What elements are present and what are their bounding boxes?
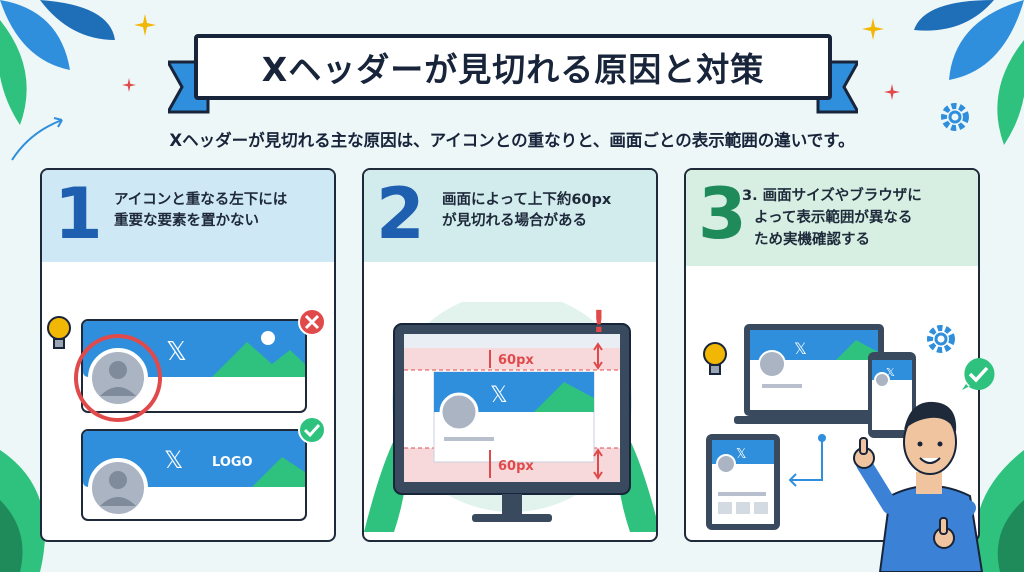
lightbulb-icon xyxy=(47,316,71,349)
panel-1-illustration: 𝕏 𝕏 LOGO xyxy=(74,308,326,521)
panel-1-header: 1 アイコンと重なる左下には 重要な要素を置かない xyxy=(42,170,334,262)
monitor-illustration: 𝕏 60px 60px ! xyxy=(364,302,656,532)
bottom-margin-label: 60px xyxy=(498,459,534,474)
gear-icon xyxy=(941,103,969,131)
panel-3-line-3: ため実機確認する xyxy=(754,232,870,248)
leaf-decoration-bottom-left xyxy=(0,450,45,572)
title-banner: Xヘッダーが見切れる原因と対策 xyxy=(168,24,858,120)
gear-icon xyxy=(927,325,955,353)
alert-mark: ! xyxy=(592,305,606,340)
panel-2: 2 画面によって上下約60px が見切れる場合がある 𝕏 60px 60px ! xyxy=(362,168,658,542)
panel-3-header: 3 3. 画面サイズやブラウザに よって表示範囲が異なる ため実機確認する xyxy=(686,170,978,266)
person-thumbs-up-illustration xyxy=(853,401,984,572)
panel-1-line-1: アイコンと重なる左下には xyxy=(114,192,288,208)
panel-3-line-2: よって表示範囲が異なる xyxy=(754,210,913,226)
x-logo: 𝕏 xyxy=(886,366,895,379)
panel-2-line-1: 画面によって上下約60px xyxy=(442,192,612,208)
cross-mark-icon xyxy=(298,308,326,336)
leaf-decoration-top-right xyxy=(914,0,1024,145)
arrow-decoration xyxy=(11,117,63,161)
page-title: Xヘッダーが見切れる原因と対策 xyxy=(261,50,765,89)
sparkle-icon xyxy=(862,18,884,40)
panel-1: 1 アイコンと重なる左下には 重要な要素を置かない 𝕏 𝕏 LOGO xyxy=(40,168,336,542)
step-number-3: 3 xyxy=(698,173,747,255)
leaf-decoration-top-left xyxy=(0,0,115,125)
top-margin-label: 60px xyxy=(498,353,534,368)
x-logo: 𝕏 xyxy=(166,337,187,367)
sparkle-icon xyxy=(134,14,156,36)
devices-illustration: 𝕏 𝕏 𝕏 xyxy=(706,324,916,530)
sparkle-icon xyxy=(122,78,136,92)
panel-3-line-1: 3. 画面サイズやブラウザに xyxy=(742,188,922,204)
x-logo: 𝕏 xyxy=(794,339,807,358)
panel-2-header: 2 画面によって上下約60px が見切れる場合がある xyxy=(364,170,656,262)
subtitle: Xヘッダーが見切れる主な原因は、アイコンとの重なりと、画面ごとの表示範囲の違いで… xyxy=(169,131,855,150)
sparkle-icon xyxy=(884,84,900,100)
panel-1-line-2: 重要な要素を置かない xyxy=(114,213,259,229)
lightbulb-icon xyxy=(703,342,727,375)
check-mark-icon xyxy=(298,416,326,444)
good-header-example: 𝕏 LOGO xyxy=(81,429,307,521)
bad-header-example: 𝕏 xyxy=(74,319,307,422)
x-logo: 𝕏 xyxy=(736,447,746,462)
x-logo: 𝕏 xyxy=(490,383,508,408)
x-logo: 𝕏 xyxy=(164,446,183,474)
panel-2-line-2: が見切れる場合がある xyxy=(442,213,587,229)
step-number-1: 1 xyxy=(54,173,103,255)
check-mark-icon xyxy=(962,357,995,390)
leaf-decoration-bottom-right xyxy=(975,450,1024,572)
logo-text: LOGO xyxy=(212,455,253,470)
step-number-2: 2 xyxy=(376,173,425,255)
